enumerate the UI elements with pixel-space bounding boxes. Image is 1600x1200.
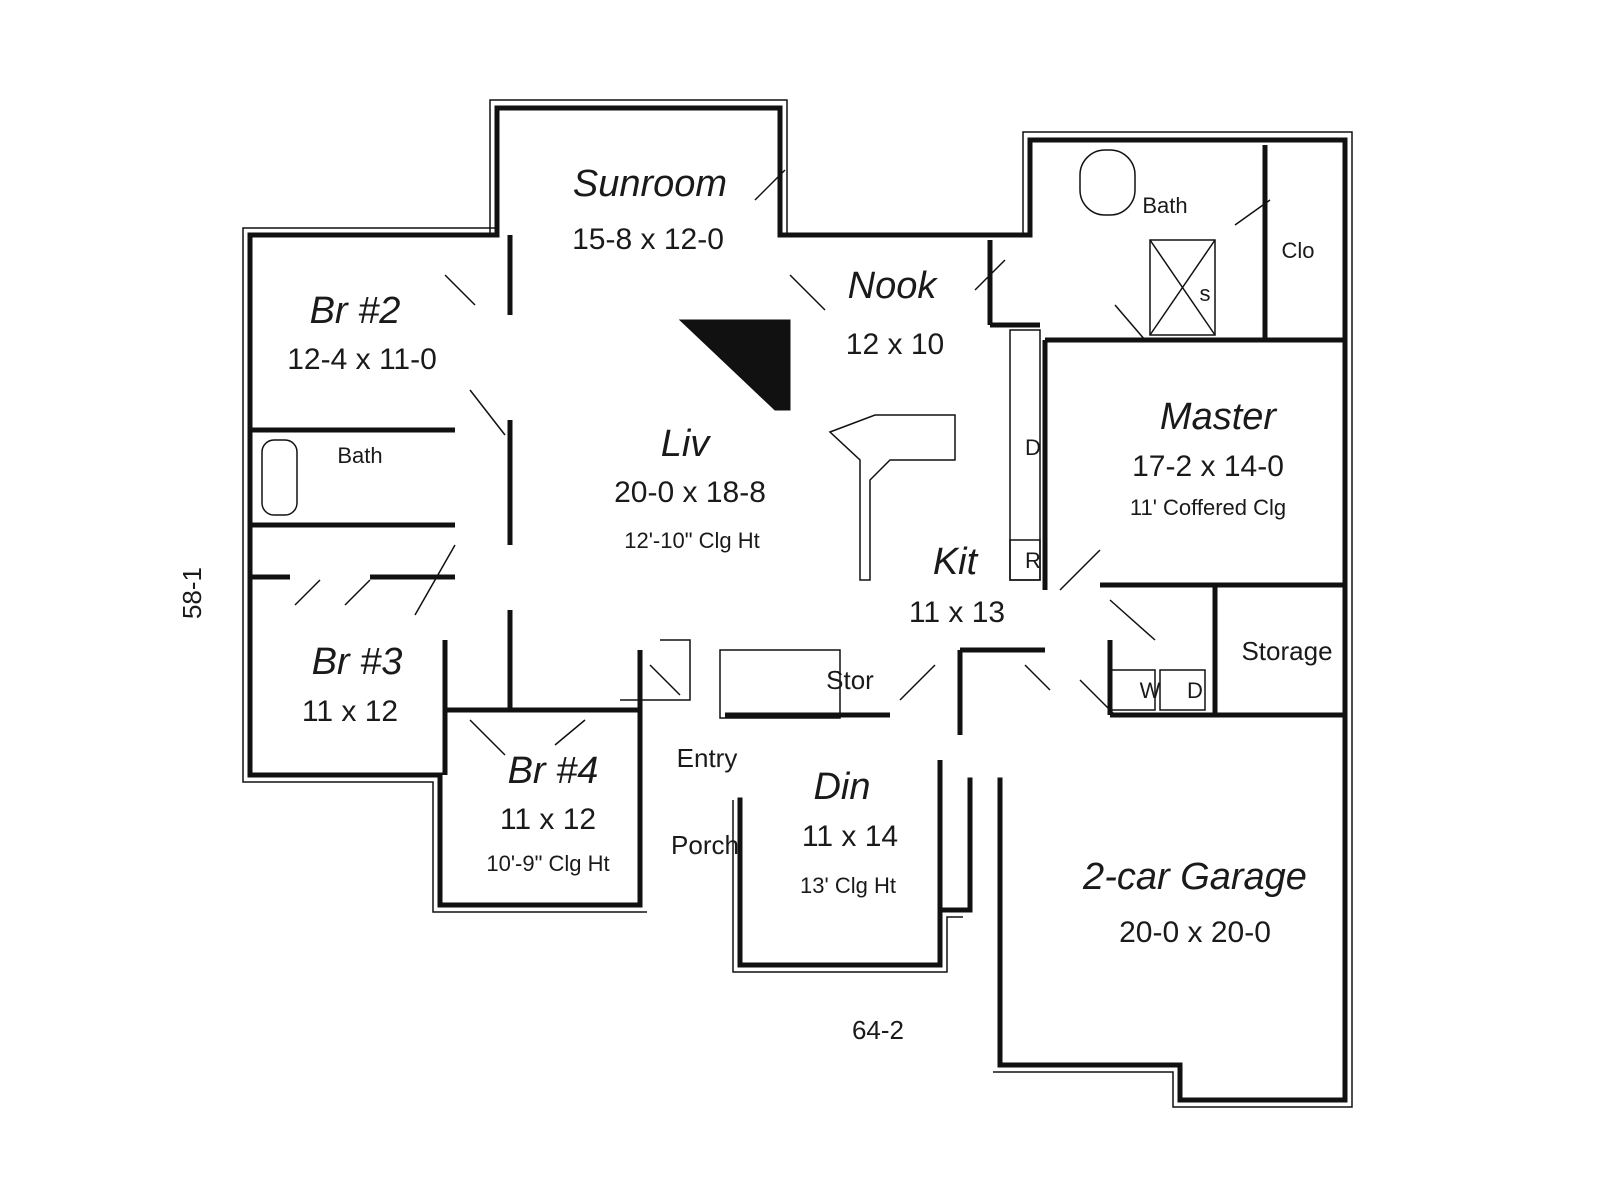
nook-dims: 12 x 10 (845, 328, 945, 361)
exterior-walls (247, 105, 1348, 1103)
din-ceiling: 13' Clg Ht (800, 873, 896, 898)
br4-ceiling: 10'-9" Clg Ht (486, 851, 610, 876)
clo-name: Clo (1281, 238, 1315, 263)
br3-dims: 11 x 12 (301, 695, 399, 728)
refrigerator-mark: R (1025, 548, 1041, 573)
garage-name: 2-car Garage (1083, 856, 1307, 898)
master-dims: 17-2 x 14-0 (1132, 450, 1284, 483)
kit-name: Kit (932, 541, 978, 583)
nook-name: Nook (847, 265, 937, 307)
outer-wall-lines (242, 99, 1353, 1108)
br2-dims: 12-4 x 11-0 (287, 343, 437, 376)
door-swings (294, 169, 1271, 756)
fireplace (678, 319, 791, 411)
fixtures (261, 149, 1216, 719)
dishwasher-mark: D (1025, 435, 1041, 460)
sunroom-name: Sunroom (572, 163, 728, 205)
garage-dims: 20-0 x 20-0 (1119, 916, 1271, 949)
washer-mark: W (1139, 678, 1161, 703)
br2-name: Br #2 (309, 290, 401, 332)
dryer-mark: D (1187, 678, 1203, 703)
overall-depth: 58-1 (177, 566, 207, 620)
master-ceiling: 11' Coffered Clg (1129, 495, 1287, 520)
storage-name: Storage (1241, 636, 1333, 666)
kit-dims: 11 x 13 (908, 596, 1006, 629)
interior-walls (250, 145, 1345, 910)
br3-name: Br #3 (311, 641, 403, 683)
porch-name: Porch (671, 830, 739, 860)
overall-width: 64-2 (851, 1015, 905, 1045)
shower-mark: s (1199, 281, 1211, 306)
br4-name: Br #4 (507, 750, 599, 792)
entry-name: Entry (676, 743, 738, 773)
sunroom-dims: 15-8 x 12-0 (572, 223, 724, 256)
liv-dims: 20-0 x 18-8 (614, 476, 766, 509)
master-name: Master (1159, 396, 1277, 438)
liv-ceiling: 12'-10" Clg Ht (624, 528, 760, 553)
liv-name: Liv (660, 423, 710, 465)
stor-name: Stor (826, 665, 874, 695)
din-dims: 11 x 14 (801, 820, 899, 853)
hall-bath-name: Bath (337, 443, 383, 468)
br4-dims: 11 x 12 (499, 803, 597, 836)
din-name: Din (813, 766, 871, 808)
master-bath-name: Bath (1142, 193, 1188, 218)
